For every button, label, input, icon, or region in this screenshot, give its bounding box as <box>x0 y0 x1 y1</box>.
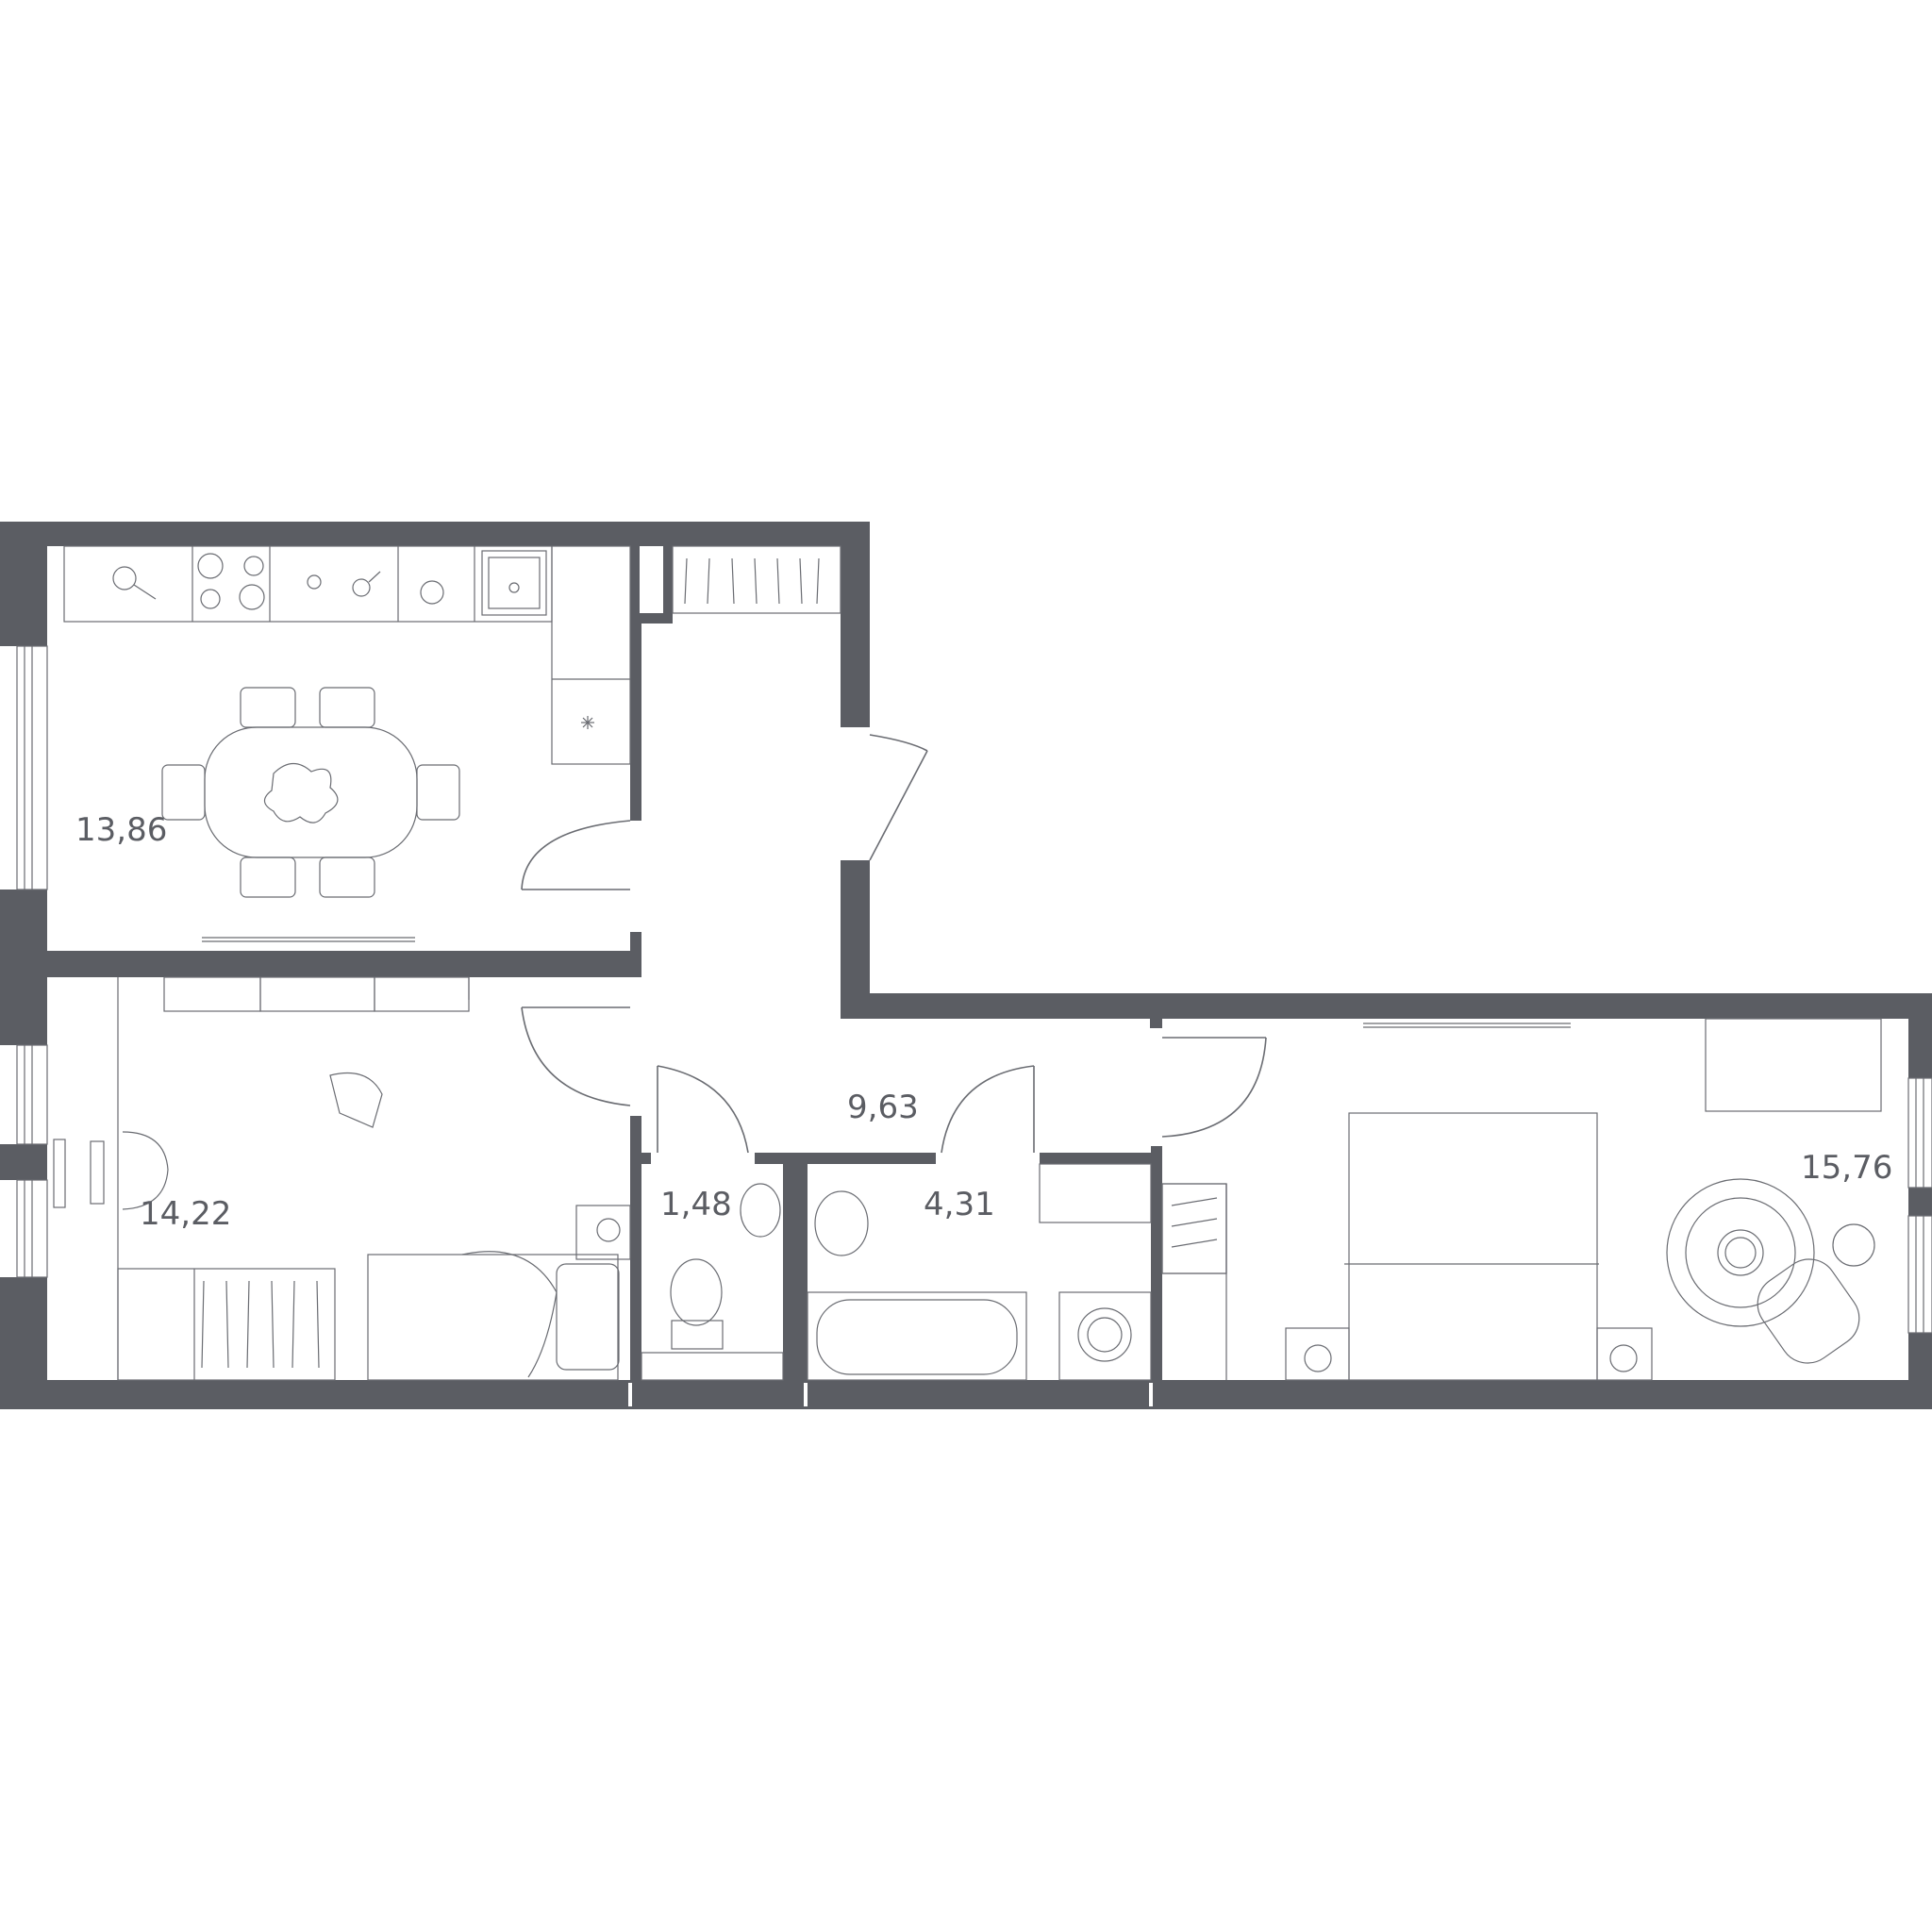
kitchen-furniture <box>63 545 631 942</box>
closets <box>201 545 1227 1369</box>
bedroom-furniture <box>1161 1018 1882 1381</box>
bath-fixtures <box>641 1163 1152 1381</box>
living-furniture <box>53 976 631 1381</box>
doors <box>521 734 1267 1154</box>
windows <box>16 645 1932 1406</box>
room-area-wc: 1,48 <box>660 1186 732 1223</box>
room-labels: 13,86 14,22 9,63 1,48 4,31 15,76 <box>75 811 1892 1233</box>
room-area-living: 14,22 <box>140 1195 231 1233</box>
walls <box>0 522 1932 1409</box>
room-area-bedroom: 15,76 <box>1801 1149 1892 1187</box>
room-area-kitchen: 13,86 <box>75 811 167 849</box>
room-area-bathroom: 4,31 <box>924 1186 995 1223</box>
room-area-hall: 9,63 <box>847 1089 919 1126</box>
